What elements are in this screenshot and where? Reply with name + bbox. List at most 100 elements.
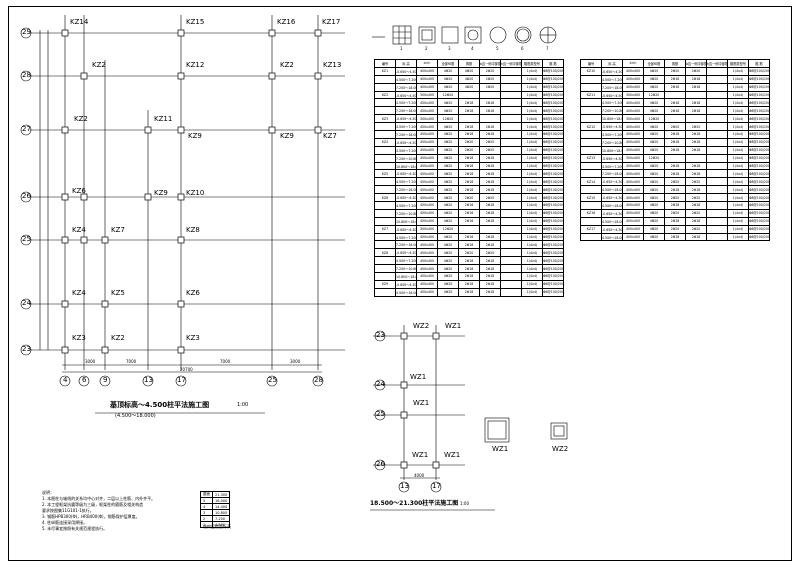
- table-cell: 400x400: [416, 145, 438, 155]
- table-cell: 1(4x4): [727, 224, 749, 234]
- table-cell: [706, 208, 728, 218]
- col-label: KZ13: [323, 61, 342, 69]
- table-cell: KZ9: [374, 279, 396, 289]
- table-cell: 4.500～18.000: [601, 232, 623, 242]
- note-line: 3. 钢筋HPB300(Φ)，HRB400(Φ)，钢筋保护层厚度。: [42, 514, 140, 519]
- table-cell: 1(4x4): [521, 98, 543, 108]
- table-cell: 1(4x4): [727, 232, 749, 242]
- table-cell: [580, 114, 602, 124]
- table-cell: 7.200～10.800: [395, 208, 417, 218]
- table-cell: -0.650～4.500: [601, 193, 623, 203]
- table-cell: 400x400: [622, 98, 644, 108]
- table-cell: 2Φ18: [479, 272, 501, 281]
- table-cell: [706, 130, 728, 139]
- table-cell: 2Φ20: [685, 224, 707, 234]
- table-cell: 2Φ18: [664, 137, 686, 147]
- table-row: 4.500～18.000400x4004Φ202Φ182Φ181(4x4)Φ8@…: [580, 232, 770, 242]
- table-cell: Φ8@100/200: [748, 161, 770, 171]
- col-label: KZ2: [74, 115, 88, 123]
- table-cell: 12Φ20: [437, 224, 459, 234]
- table-cell: [664, 114, 686, 124]
- table-cell: KZ1: [374, 66, 396, 76]
- table-cell: 1(4x4): [521, 137, 543, 147]
- table-cell: 1(4x4): [727, 90, 749, 100]
- table-cell: 2Φ18: [479, 240, 501, 250]
- table-cell: 2Φ20: [664, 224, 686, 234]
- table-cell: 2Φ18: [479, 106, 501, 116]
- table-cell: Φ8@100/200: [542, 208, 564, 218]
- table-cell: [500, 177, 522, 187]
- axis-row-26: 26: [22, 192, 31, 200]
- table-cell: 2Φ18: [479, 153, 501, 163]
- table-cell: 2Φ20: [458, 193, 480, 203]
- col-label: KZ3: [72, 334, 86, 342]
- table-cell: 4Φ20: [643, 208, 665, 218]
- table-cell: -0.650～4.500: [601, 224, 623, 234]
- table-cell: Φ8@100/200: [542, 122, 564, 132]
- table-cell: 7.200～18.000: [395, 130, 417, 139]
- table-cell: [500, 279, 522, 289]
- table-cell: 4.500～18.000: [601, 185, 623, 195]
- table-cell: 1(4x4): [521, 256, 543, 266]
- table-cell: Φ8@100/200: [542, 193, 564, 203]
- table-cell: 1(4x4): [727, 208, 749, 218]
- table-cell: 4Φ20: [437, 272, 459, 281]
- table-cell: [706, 82, 728, 92]
- table-cell: 1(4x4): [727, 193, 749, 203]
- table-cell: 1(4x4): [521, 82, 543, 92]
- table-cell: [374, 153, 396, 163]
- table-cell: [706, 145, 728, 155]
- table-cell: 4Φ20: [437, 256, 459, 266]
- table-cell: [580, 201, 602, 210]
- table-cell: 2Φ18: [685, 201, 707, 210]
- table-row: 4.500～18.000400x4004Φ202Φ182Φ181(4x4)Φ8@…: [374, 287, 564, 297]
- axis-row-23: 23: [376, 331, 385, 339]
- table-cell: 1(4x4): [521, 193, 543, 203]
- table-cell: 1(4x4): [727, 201, 749, 210]
- table-row: 7.200～18.000400x4004Φ202Φ182Φ181(4x4)Φ8@…: [374, 130, 564, 139]
- table-cell: 10.800～18.000: [601, 145, 623, 155]
- table-cell: 2Φ18: [685, 169, 707, 179]
- table-cell: KZ4: [374, 137, 396, 147]
- table-cell: [580, 130, 602, 139]
- table-cell: 2Φ18: [685, 74, 707, 84]
- table-cell: [500, 248, 522, 258]
- table-cell: 400x400: [416, 185, 438, 195]
- table-cell: Φ8@100/200: [748, 122, 770, 132]
- table-cell: [706, 90, 728, 100]
- table-cell: [500, 208, 522, 218]
- table-cell: 4.500～7.200: [601, 74, 623, 84]
- table-cell: 4.500～7.200: [395, 98, 417, 108]
- table-cell: 1(4x4): [727, 161, 749, 171]
- table-cell: 4Φ20: [437, 145, 459, 155]
- table-cell: 10.800～18.000: [395, 216, 417, 226]
- table-cell: 400x400: [416, 248, 438, 258]
- table-cell: 400x400: [622, 137, 644, 147]
- table-cell: 2Φ18: [664, 169, 686, 179]
- table-cell: 2Φ18: [458, 272, 480, 281]
- table-cell: [706, 201, 728, 210]
- table-cell: 2Φ20: [685, 66, 707, 76]
- table-cell: 1(4x4): [521, 145, 543, 155]
- table-cell: -0.650～4.500: [395, 169, 417, 179]
- table-header: b×h: [416, 59, 438, 68]
- table-cell: Φ8@100/200: [748, 216, 770, 226]
- col-label: KZ16: [277, 18, 296, 26]
- table-cell: Φ8@100/200: [542, 272, 564, 281]
- col-label: WZ1: [412, 451, 429, 459]
- table-cell: 7.200～10.800: [395, 153, 417, 163]
- table-cell: 4Φ20: [437, 185, 459, 195]
- table-cell: [580, 161, 602, 171]
- axis-col-17: 17: [177, 376, 186, 384]
- table-row: 7.200～10.800400x4004Φ202Φ182Φ181(4x4)Φ8@…: [374, 208, 564, 218]
- col-label: KZ7: [323, 132, 337, 140]
- table-cell: KZ2: [374, 90, 396, 100]
- notes-title: 说明：: [42, 490, 54, 495]
- table-cell: [374, 256, 396, 266]
- table-cell: KZ10: [580, 66, 602, 76]
